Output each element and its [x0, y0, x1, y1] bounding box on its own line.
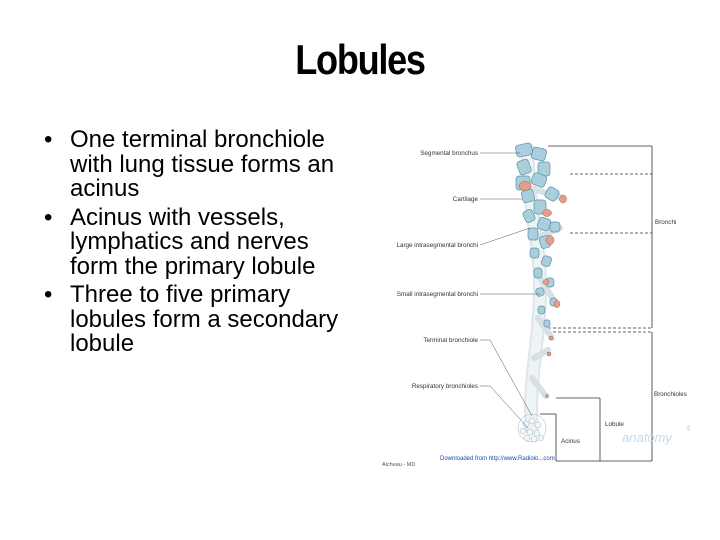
- cartilage-plate: [516, 158, 532, 176]
- bullet-item: • Three to five primary lobules form a se…: [40, 281, 340, 357]
- cartilage-plates: [515, 142, 561, 328]
- lobule-label: Lobule: [605, 421, 624, 428]
- airway-diagram: Bronchi Bronchioles Lobule Acinus anatom…: [370, 128, 700, 478]
- branch: [529, 375, 549, 399]
- cartilage-plate: [515, 142, 533, 158]
- alveolus: [519, 427, 527, 435]
- cartilage-plate: [531, 146, 547, 162]
- label-terminal-bronchiole: Terminal bronchiole: [423, 337, 478, 344]
- leader-line: [489, 385, 529, 429]
- lumen-opening: [545, 394, 549, 398]
- cartilage-plate: [544, 186, 560, 202]
- label-small-intrasegmental: Small intrasegmental bronchi: [397, 291, 478, 298]
- cartilage-plate: [541, 255, 552, 267]
- bracket-lines: [540, 145, 653, 462]
- label-cartilage: Cartilage: [453, 196, 479, 203]
- bullet-item: • One terminal bronchiole with lung tissu…: [40, 126, 340, 202]
- cartilage-plate: [537, 305, 546, 315]
- lumen-opening: [546, 351, 552, 357]
- bullet-glyph: •: [44, 203, 53, 231]
- watermark-text: anatomy: [622, 430, 673, 445]
- lumen-opening: [559, 194, 567, 204]
- bullet-item: • Acinus with vessels, lymphatics and ner…: [40, 203, 340, 280]
- acinus-label: Acinus: [561, 438, 580, 445]
- label-large-intrasegmental: Large intrasegmental bronchi: [396, 242, 478, 249]
- bullet-text: One terminal bronchiole with lung tissue…: [70, 126, 335, 202]
- alveolus: [526, 428, 534, 436]
- bullet-list: • One terminal bronchiole with lung tissu…: [40, 126, 340, 361]
- figure-credit: Aicheau - MD: [382, 462, 415, 468]
- label-segmental-bronchus: Segmental bronchus: [420, 150, 478, 157]
- cartilage-plate: [522, 209, 536, 223]
- lumen-opening: [545, 235, 555, 245]
- leader-line: [479, 227, 531, 246]
- cartilage-plate: [527, 227, 539, 241]
- bullet-glyph: •: [44, 126, 53, 153]
- branch: [531, 347, 551, 361]
- lumen-opening: [553, 300, 561, 308]
- cartilage-plate: [520, 188, 536, 204]
- cartilage-plate: [530, 172, 548, 188]
- alveolus: [533, 429, 541, 437]
- bronchioles-label: Bronchioles: [654, 391, 687, 398]
- airway-diagram-svg: Bronchi Bronchioles Lobule Acinus anatom…: [382, 142, 691, 468]
- alveolar-region: [517, 413, 547, 443]
- lumen-opening: [518, 181, 532, 191]
- alveolus: [530, 435, 538, 443]
- lumen-opening: [542, 279, 550, 285]
- cartilage-plate: [529, 247, 540, 259]
- cartilage-plate: [533, 267, 543, 279]
- bronchi-label: Bronchi: [655, 219, 676, 226]
- leader-lines: [479, 152, 540, 429]
- lumen-opening: [542, 209, 552, 217]
- cartilage-plate: [543, 319, 551, 328]
- alveolus: [528, 417, 536, 425]
- cartilage-plate: [533, 199, 547, 215]
- leader-line: [489, 339, 533, 417]
- watermark-number: 4: [686, 424, 691, 433]
- branch: [535, 315, 555, 341]
- slide-title: Lobules: [295, 36, 426, 83]
- bullet-text: Three to five primary lobules form a sec…: [70, 281, 339, 357]
- alveolar-cluster: [517, 413, 547, 443]
- alveolus: [522, 420, 530, 428]
- alveolus: [523, 434, 531, 442]
- alveolus: [538, 435, 544, 441]
- bullet-glyph: •: [44, 281, 53, 308]
- lumen-opening: [548, 335, 554, 341]
- cartilage-plate: [549, 221, 561, 233]
- label-respiratory-bronchioles: Respiratory bronchioles: [412, 383, 478, 390]
- airway-tree: [515, 142, 567, 443]
- alveolus: [534, 421, 542, 429]
- bullet-text: Acinus with vessels, lymphatics and nerv…: [70, 203, 316, 280]
- download-link[interactable]: Downloaded from http://www.Radiolo...com: [440, 456, 555, 462]
- branch-lumens: [518, 181, 567, 398]
